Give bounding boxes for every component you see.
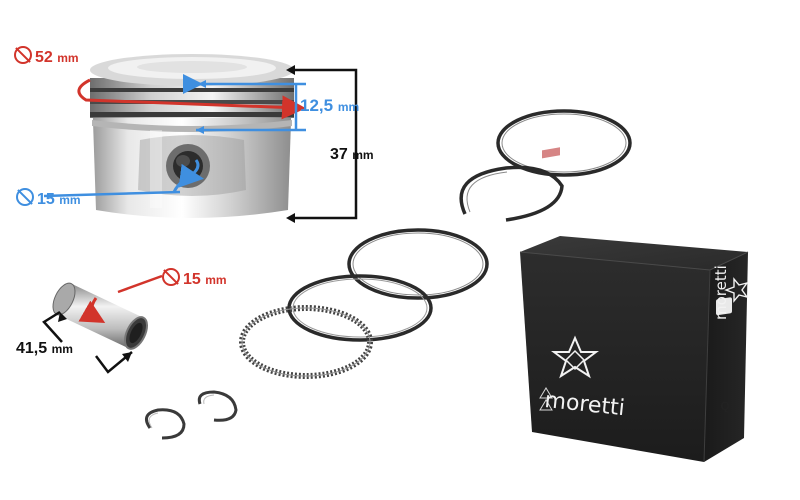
circlip-left (144, 408, 186, 440)
piston-diameter-label: 52 mm (14, 46, 79, 67)
diameter-symbol-icon (14, 46, 32, 64)
pin-bore-arrow (43, 159, 204, 198)
box-brand-side: moretti (712, 265, 730, 320)
box-side-logo-star (724, 277, 749, 303)
quality-badge (716, 297, 732, 316)
product-box (519, 147, 749, 463)
box-warning-icons (539, 387, 553, 411)
pin-length-bracket (42, 310, 133, 374)
pin-diameter-arrow (78, 274, 163, 323)
scraper-ring (347, 228, 489, 300)
compression-ring-1 (496, 109, 632, 177)
pin-diameter-label: 15 mm (162, 268, 227, 289)
diameter-symbol-icon (162, 268, 180, 286)
pin-length-label: 41,5 mm (16, 340, 73, 357)
circlip-right (197, 390, 238, 422)
quality-badge-letter: Q (720, 399, 730, 413)
pin-bore-label: 15 mm (16, 188, 81, 209)
diameter-symbol-icon (16, 188, 34, 206)
oil-rail-ring (287, 274, 433, 342)
compression-ring-2 (459, 165, 564, 222)
piston-height-label: 37 mm (330, 146, 374, 163)
ring-zone-label: 12,5 mm (300, 96, 360, 115)
box-logo-star (551, 335, 599, 379)
oil-expander-ring (239, 305, 373, 379)
ring-zone-bracket (183, 74, 306, 134)
piston-height-bracket (286, 65, 358, 223)
piston-diameter-arrow (77, 78, 306, 120)
